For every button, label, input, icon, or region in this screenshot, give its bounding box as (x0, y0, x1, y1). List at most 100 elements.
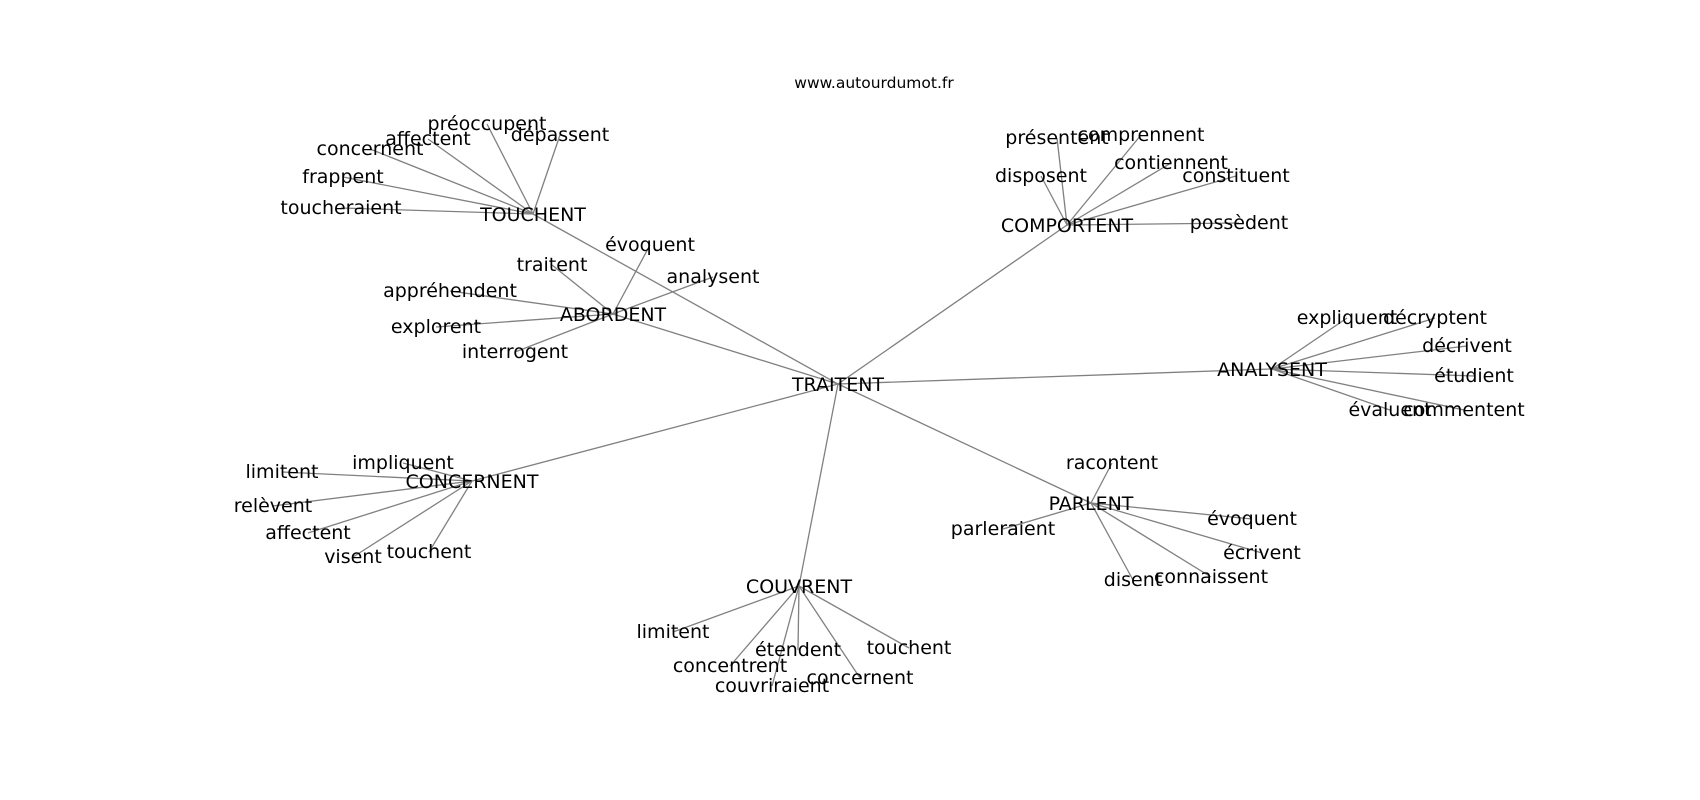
edge-hub-to-word (402, 462, 473, 482)
word-node[interactable]: étudient (1434, 365, 1514, 387)
edge-hub-to-word (449, 290, 614, 315)
edge-root-to-hub (798, 383, 839, 587)
word-node[interactable]: expliquent (1297, 307, 1398, 329)
hub-word-node[interactable]: ANALYSENT (1217, 359, 1327, 381)
word-node[interactable]: constituent (1182, 165, 1289, 187)
edge-hub-to-word (798, 585, 861, 679)
edge-hub-to-word (797, 585, 800, 651)
edge-hub-to-word (1090, 502, 1134, 581)
edge-hub-to-word (1271, 368, 1475, 377)
word-node[interactable]: présentent (1005, 127, 1108, 149)
word-node[interactable]: limitent (246, 461, 319, 483)
word-node[interactable]: concernent (317, 138, 424, 160)
edge-root-to-hub (612, 313, 839, 385)
word-node[interactable]: dépassent (511, 124, 609, 146)
edge-hub-to-word (281, 471, 473, 482)
word-node[interactable]: décrivent (1422, 335, 1512, 357)
word-node[interactable]: évaluent (1348, 399, 1431, 421)
edge-hub-to-word (729, 585, 800, 667)
edge-hub-to-word (1271, 345, 1468, 370)
hub-word-node[interactable]: ABORDENT (560, 304, 667, 326)
edge-hub-to-word (435, 313, 614, 328)
edge-hub-to-word (532, 134, 561, 215)
hub-word-node[interactable]: COUVRENT (746, 576, 853, 598)
word-node[interactable]: limitent (637, 621, 710, 643)
edge-hub-to-word (1271, 368, 1391, 411)
edge-hub-to-word (1090, 502, 1263, 554)
hub-word-node[interactable]: TOUCHENT (479, 204, 586, 226)
word-node[interactable]: touchent (387, 541, 472, 563)
word-node[interactable]: évoquent (1207, 508, 1297, 530)
hub-word-node[interactable]: COMPORTENT (1001, 215, 1134, 237)
word-node[interactable]: parleraient (951, 518, 1055, 540)
word-node[interactable]: concernent (807, 667, 914, 689)
edge-hub-to-word (1066, 134, 1142, 226)
hub-word-node[interactable]: CONCERNENT (406, 471, 539, 493)
edge-hub-to-word (342, 176, 534, 215)
edge-root-to-hub (532, 213, 839, 385)
edge-root-to-hub (837, 368, 1273, 385)
word-node[interactable]: préoccupent (428, 113, 547, 135)
edge-hub-to-word (486, 123, 534, 215)
word-node[interactable]: évoquent (605, 234, 695, 256)
edge-hub-to-word (551, 264, 614, 315)
edge-hub-to-word (1066, 175, 1237, 226)
edge-hub-to-word (1090, 502, 1253, 520)
edge-hub-to-word (1090, 462, 1113, 504)
word-node[interactable]: écrivent (1223, 542, 1301, 564)
word-node[interactable]: affectent (385, 128, 471, 150)
edge-hub-to-word (612, 276, 714, 315)
edge-hub-to-word (1040, 175, 1068, 226)
edge-hub-to-word (1271, 368, 1465, 411)
edge-hub-to-word (1066, 162, 1172, 226)
word-node[interactable]: frappent (302, 166, 383, 188)
word-node[interactable]: commentent (1403, 399, 1524, 421)
root-word-node[interactable]: TRAITENT (791, 374, 884, 396)
word-node[interactable]: impliquent (352, 452, 454, 474)
word-node[interactable]: affectent (265, 522, 351, 544)
edge-hub-to-word (771, 585, 800, 687)
word-node[interactable]: appréhendent (383, 280, 517, 302)
edge-root-to-hub (471, 383, 839, 482)
word-node[interactable]: touchent (867, 637, 952, 659)
word-node[interactable]: disposent (995, 165, 1087, 187)
word-node[interactable]: connaissent (1154, 566, 1268, 588)
edge-hub-to-word (427, 138, 534, 215)
edge-hub-to-word (307, 480, 473, 534)
edge-hub-to-word (672, 585, 800, 633)
edge-hub-to-word (514, 313, 614, 353)
edge-root-to-hub (837, 383, 1092, 504)
edge-hub-to-word (1002, 502, 1092, 530)
edge-hub-to-word (369, 148, 534, 215)
word-node[interactable]: décryptent (1383, 307, 1487, 329)
edge-root-to-hub (837, 224, 1068, 385)
word-node[interactable]: possèdent (1190, 212, 1288, 234)
edge-hub-to-word (1271, 317, 1348, 370)
word-node[interactable]: analysent (667, 266, 760, 288)
edge-hub-to-word (340, 207, 534, 215)
source-label: www.autourdumot.fr (794, 74, 954, 92)
edge-hub-to-word (612, 244, 651, 315)
word-node[interactable]: explorent (391, 316, 481, 338)
hub-word-node[interactable]: PARLENT (1049, 493, 1134, 515)
word-node[interactable]: traitent (517, 254, 588, 276)
word-node[interactable]: couvriraient (715, 675, 829, 697)
edge-hub-to-word (1056, 137, 1068, 226)
word-node[interactable]: disent (1104, 569, 1162, 591)
word-node[interactable]: concentrent (673, 655, 787, 677)
word-node[interactable]: toucheraient (280, 197, 401, 219)
edge-hub-to-word (1066, 222, 1240, 226)
word-node[interactable]: visent (324, 546, 382, 568)
word-node[interactable]: comprennent (1078, 124, 1205, 146)
word-node[interactable]: relèvent (234, 495, 312, 517)
edge-hub-to-word (352, 480, 473, 558)
graph-edges (272, 123, 1475, 687)
edge-hub-to-word (798, 585, 910, 649)
word-node[interactable]: contiennent (1114, 152, 1228, 174)
edge-hub-to-word (1090, 502, 1212, 578)
word-node[interactable]: étendent (755, 639, 841, 661)
word-node[interactable]: racontent (1066, 452, 1158, 474)
word-node[interactable]: interrogent (462, 341, 568, 363)
